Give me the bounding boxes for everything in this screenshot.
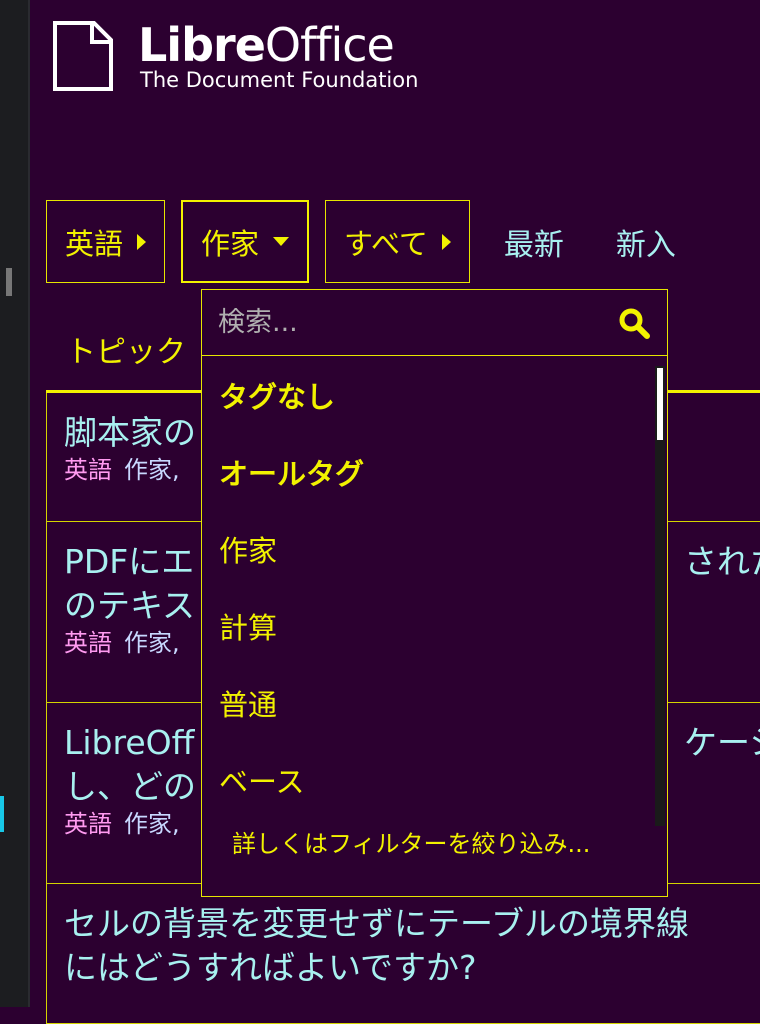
topic-title-line2: し、どの: [64, 767, 196, 806]
dropdown-search: [202, 290, 667, 356]
dropdown-item[interactable]: 普通: [219, 687, 278, 722]
dropdown-item[interactable]: 作家: [219, 533, 278, 568]
language-label: 英語: [65, 226, 124, 261]
accent-marker: [0, 796, 4, 832]
topic-title-cont: された: [684, 542, 760, 581]
all-label: すべて: [344, 226, 428, 261]
topic-title[interactable]: PDFにエ: [64, 542, 195, 581]
topic-title[interactable]: LibreOff: [64, 723, 195, 762]
topic-column-header[interactable]: トピック: [66, 335, 186, 370]
search-input[interactable]: [218, 307, 598, 338]
topic-row[interactable]: セルの背景を変更せずにテーブルの境界線にはどうすればよいですか?: [46, 884, 760, 1024]
scrollbar-thumb[interactable]: [6, 268, 12, 296]
category-filter-button[interactable]: 作家: [181, 200, 310, 283]
side-strip: [0, 0, 30, 1007]
language-filter-button[interactable]: 英語: [46, 200, 166, 283]
logo-name-bold: Libre: [138, 18, 266, 72]
tag[interactable]: 英語: [64, 456, 112, 484]
caret-right-icon: [137, 233, 147, 250]
all-filter-button[interactable]: すべて: [325, 200, 470, 283]
dropdown-item-no-tags[interactable]: タグなし: [219, 379, 336, 414]
topic-title-cont: ケーシ: [684, 723, 760, 762]
topic-title[interactable]: セルの背景を変更せずにテーブルの境界線: [64, 904, 690, 943]
topic-title[interactable]: 脚本家の: [64, 413, 196, 452]
latest-link[interactable]: 最新: [503, 227, 564, 263]
dropdown-item[interactable]: ベース: [219, 764, 305, 799]
logo-subtitle: The Document Foundation: [140, 68, 419, 92]
category-label: 作家: [201, 226, 260, 261]
document-icon: [53, 21, 113, 91]
tag[interactable]: 英語: [64, 810, 112, 838]
search-icon[interactable]: [617, 306, 651, 340]
topic-title-line2: のテキス: [64, 586, 196, 625]
logo-name: Office: [264, 18, 395, 72]
dropdown-item[interactable]: 計算: [219, 610, 278, 645]
tag[interactable]: 作家,: [124, 456, 180, 484]
refine-filter-hint: 詳しくはフィルターを絞り込み...: [232, 830, 591, 858]
scrollbar-thumb[interactable]: [657, 368, 663, 440]
topic-title-line2: にはどうすればよいですか?: [64, 948, 477, 987]
new-link[interactable]: 新入: [615, 227, 676, 263]
caret-right-icon: [441, 233, 451, 250]
nav-bar: 英語 作家 すべて 最新 新入: [46, 200, 676, 283]
caret-down-icon: [273, 237, 290, 246]
tag[interactable]: 作家,: [124, 629, 180, 657]
tag[interactable]: 英語: [64, 629, 112, 657]
tag[interactable]: 作家,: [124, 810, 180, 838]
dropdown-scrollbar[interactable]: [655, 366, 665, 826]
dropdown-item-all-tags[interactable]: オールタグ: [219, 456, 365, 491]
category-dropdown: タグなし オールタグ 作家 計算 普通 ベース 詳しくはフィルターを絞り込み..…: [201, 289, 668, 897]
